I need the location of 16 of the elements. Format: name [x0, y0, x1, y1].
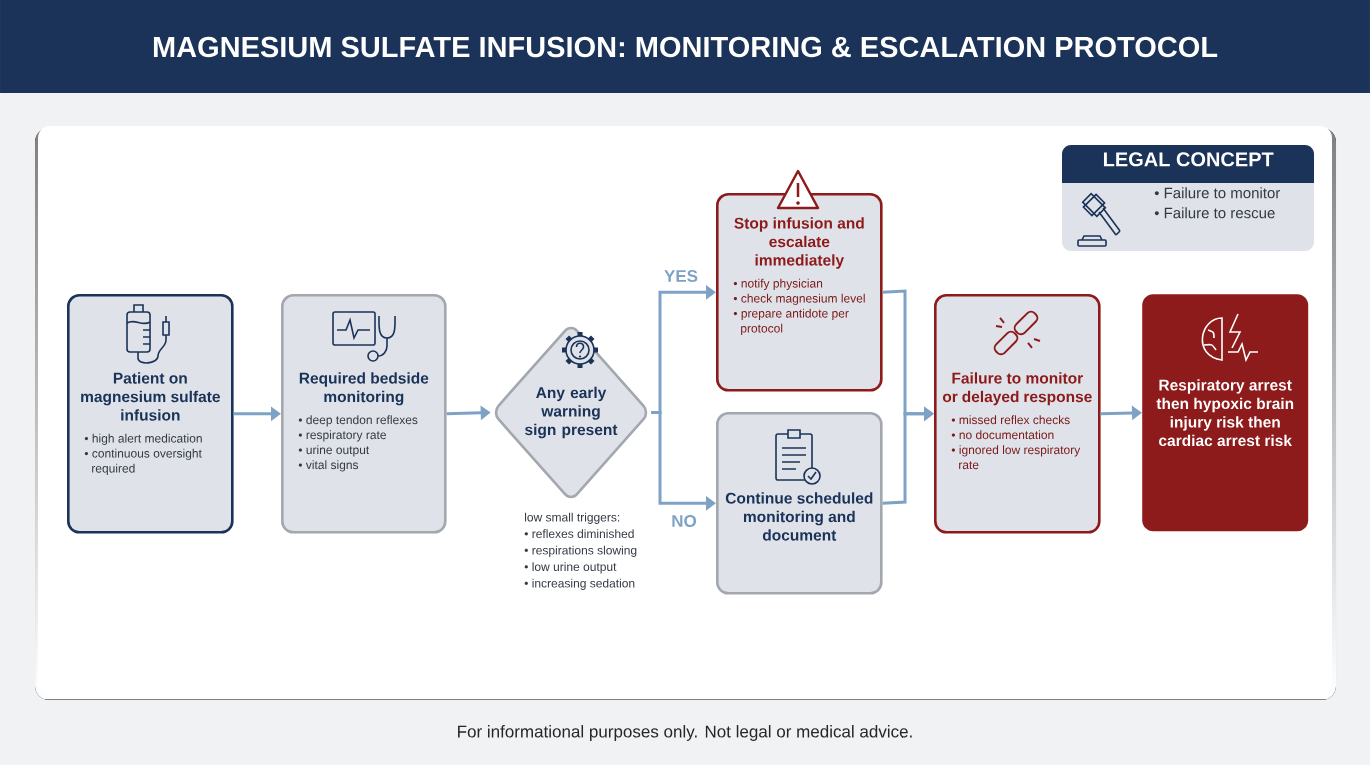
alert-box: Failure to monitor or delayed response • missed reflex checks • no documentation • ignored low respiratory rate [934, 294, 1101, 534]
alert-box: Stop infusion and escalate immediately • notify physician • check magnesium level • prepare antidote per protocol [716, 193, 883, 392]
arrow [882, 406, 934, 505]
node-label: • reflexes diminished [524, 529, 634, 538]
node-label: • respirations slowing [524, 545, 637, 557]
node-label: low small triggers: [525, 512, 620, 524]
title-banner: MAGNESIUM SULFATE INFUSION: MONITORING & ESCALATION PROTOCOL [0, 0, 1370, 93]
node-label: • low urine output [524, 562, 617, 574]
legal-concept-panel: LEGAL CONCEPT • Failure to monitor • Failure to rescue [1062, 145, 1314, 251]
process-box: Required bedside monitoring • deep tendon reflexes • respiratory rate • urine output • vital signs [281, 294, 447, 534]
outcome-box: Respiratory arrest then hypoxic brain injury risk then cardiac arrest risk [1142, 294, 1309, 532]
process-box: Continue scheduled monitoring and document [716, 412, 883, 595]
trigger-note: low small triggers: • reflexes diminished • respirations slowing • low urine output • increasing sedation [524, 512, 637, 590]
node-label: • increasing sedation [524, 578, 635, 590]
disclaimer-caption: For informational purposes only. Not legal or medical advice. [458, 725, 912, 741]
process-box: Patient on magnesium sulfate infusion • high alert medication • continuous oversight required [67, 294, 234, 534]
